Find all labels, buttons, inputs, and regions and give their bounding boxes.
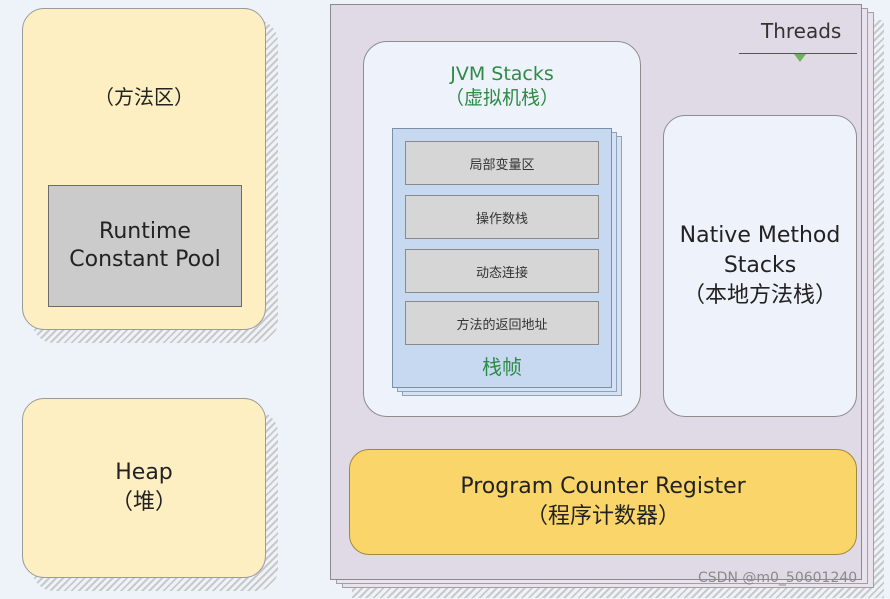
frame-slot-return-address: 方法的返回地址 (405, 301, 599, 345)
runtime-constant-pool: Runtime Constant Pool (48, 185, 242, 307)
stack-frame: 局部变量区 操作数栈 动态连接 方法的返回地址 栈帧 (392, 128, 612, 388)
method-area-label: （方法区） (94, 85, 194, 109)
jvm-stacks-title: JVM Stacks （虚拟机栈） (364, 62, 640, 110)
runtime-pool-line1: Runtime (99, 219, 191, 244)
pc-register-line2: （程序计数器） (525, 504, 680, 529)
threads-underline (739, 53, 857, 54)
native-method-stacks: Native Method Stacks （本地方法栈） (663, 115, 857, 417)
frame-slot-operand-stack: 操作数栈 (405, 195, 599, 239)
jvm-stacks: JVM Stacks （虚拟机栈） 局部变量区 操作数栈 动态连接 方法的返回地… (363, 41, 641, 417)
threads-panel: Threads JVM Stacks （虚拟机栈） 局部变量区 操作数栈 动态连… (330, 4, 862, 580)
threads-label: Threads (761, 19, 842, 43)
heap: Heap （堆） (22, 398, 266, 578)
jvm-stacks-line2: （虚拟机栈） (444, 87, 559, 109)
native-stacks-line2: Stacks (723, 253, 797, 278)
native-stacks-line1: Native Method (679, 223, 841, 248)
heap-line2: （堆） (110, 490, 177, 515)
pc-register-line1: Program Counter Register (460, 474, 746, 499)
method-area: （方法区） Runtime Constant Pool (22, 8, 266, 330)
frame-slot-locals: 局部变量区 (405, 141, 599, 185)
heap-line1: Heap (115, 460, 173, 485)
threads-marker-icon (794, 54, 806, 62)
native-stacks-line3: （本地方法栈） (682, 283, 837, 308)
runtime-pool-line2: Constant Pool (69, 247, 221, 272)
jvm-stacks-line1: JVM Stacks (450, 63, 554, 85)
frame-slot-dynamic-link: 动态连接 (405, 249, 599, 293)
watermark: CSDN @m0_50601240 (698, 570, 858, 586)
program-counter-register: Program Counter Register （程序计数器） (349, 449, 857, 555)
stack-frame-label: 栈帧 (482, 355, 522, 379)
